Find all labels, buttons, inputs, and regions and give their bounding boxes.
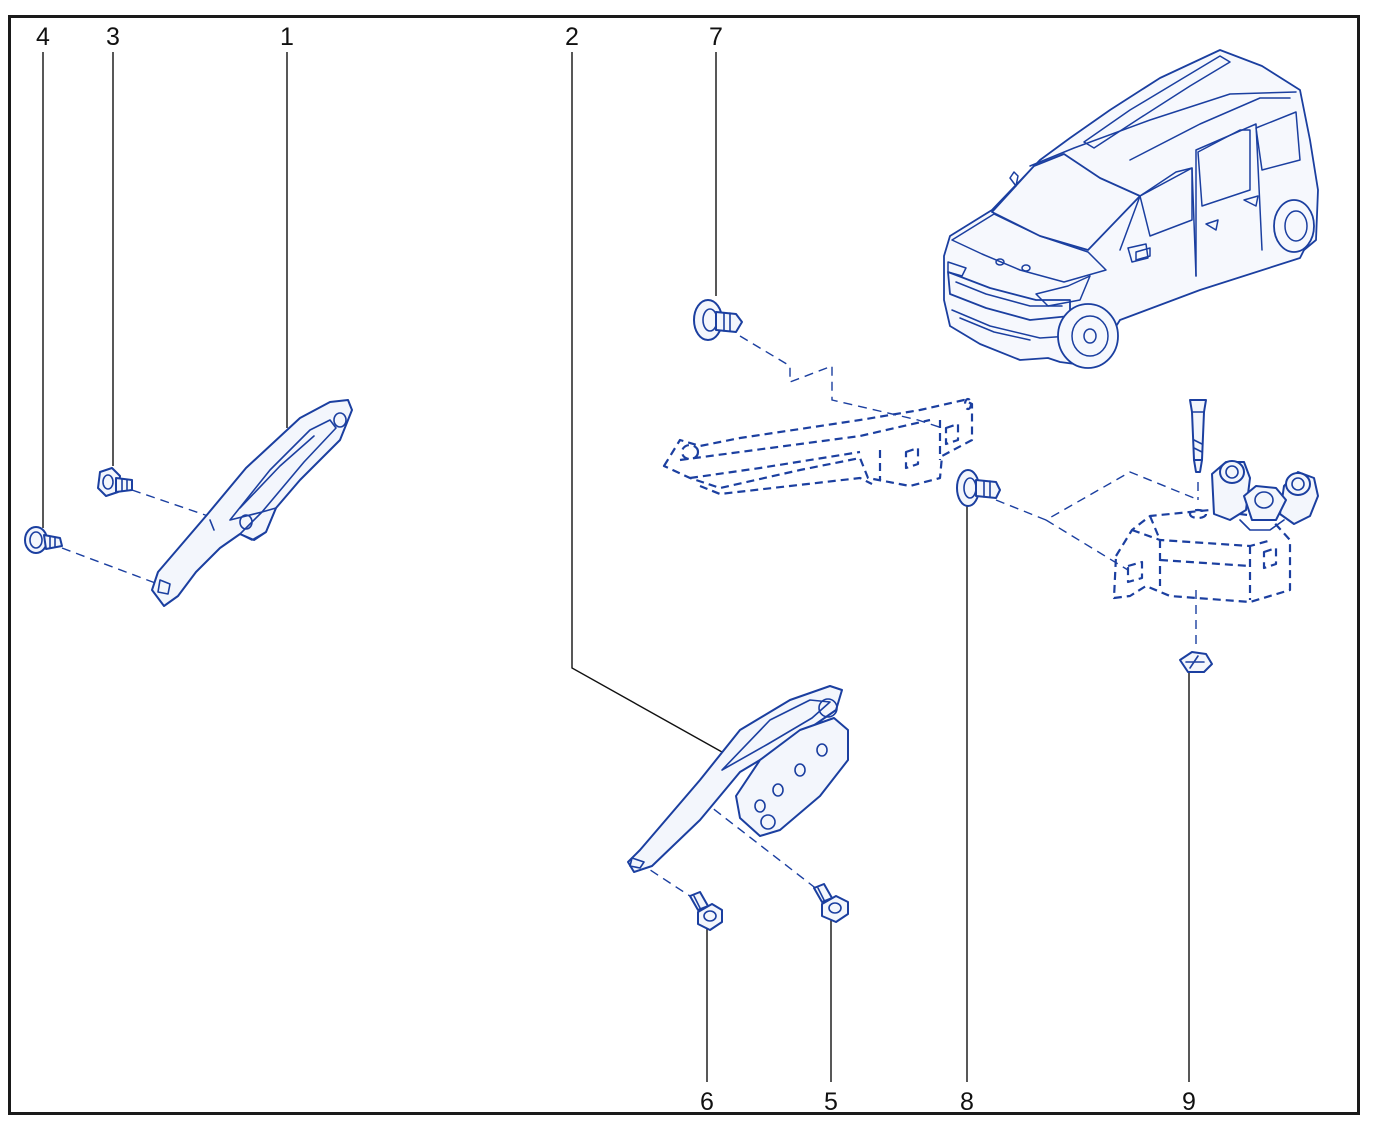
leader-lines bbox=[42, 52, 1190, 1082]
callout-5: 5 bbox=[824, 1088, 838, 1116]
bolt-part-3 bbox=[97, 467, 133, 497]
assembly-dash-lines bbox=[61, 335, 1199, 901]
bolt-part-6 bbox=[689, 891, 723, 931]
vehicle-illustration bbox=[943, 49, 1319, 369]
bolt-part-7 bbox=[693, 299, 743, 341]
bolt-part-4 bbox=[24, 526, 63, 554]
callout-3: 3 bbox=[106, 23, 120, 51]
lower-roller-bracket bbox=[1112, 508, 1292, 604]
hinge-arm-part-1 bbox=[151, 399, 353, 607]
callout-2: 2 bbox=[565, 23, 579, 51]
hinge-arm-part-2 bbox=[627, 685, 849, 873]
callout-8: 8 bbox=[960, 1088, 974, 1116]
bolt-part-5 bbox=[813, 883, 849, 923]
diagram-frame bbox=[8, 15, 1360, 1115]
callout-4: 4 bbox=[36, 23, 50, 51]
callout-7: 7 bbox=[709, 23, 723, 51]
clip-part-9 bbox=[1179, 651, 1213, 673]
upper-roller-bracket bbox=[662, 397, 974, 496]
callout-9: 9 bbox=[1182, 1088, 1196, 1116]
roller-pin bbox=[1189, 399, 1207, 473]
callout-6: 6 bbox=[700, 1088, 714, 1116]
roller-assembly bbox=[1211, 460, 1319, 531]
callout-1: 1 bbox=[280, 23, 294, 51]
bolt-part-8 bbox=[956, 469, 1001, 507]
